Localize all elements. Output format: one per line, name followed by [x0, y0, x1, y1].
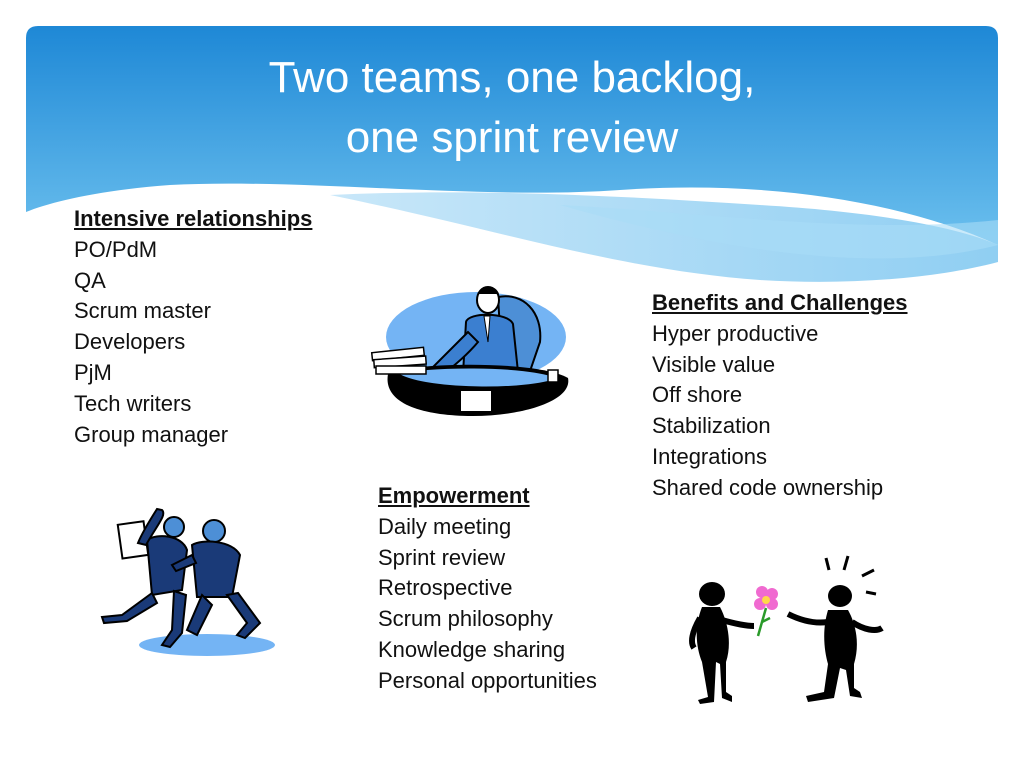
- benefits-challenges-list: Benefits and Challenges Hyper productive…: [652, 288, 908, 504]
- title-line-2: one sprint review: [345, 113, 679, 162]
- list-item: Sprint review: [378, 544, 506, 570]
- celebrating-men-icon: [100, 507, 275, 656]
- list-item: Retrospective: [378, 575, 513, 601]
- list-item: Scrum master: [74, 298, 211, 324]
- list-item: Stabilization: [652, 413, 771, 439]
- intensive-heading: Intensive relationships: [74, 206, 313, 231]
- list-item: Integrations: [652, 443, 767, 469]
- list-item: Scrum philosophy: [378, 606, 553, 632]
- list-item: PjM: [74, 359, 112, 385]
- slide-title: Two teams, one backlog, one sprint revie…: [26, 48, 998, 168]
- flower-icon: [754, 586, 778, 637]
- list-item: Personal opportunities: [378, 667, 597, 693]
- list-item: Off shore: [652, 382, 743, 408]
- list-item: Daily meeting: [378, 513, 512, 539]
- list-item: Shared code ownership: [652, 474, 884, 500]
- list-item: Group manager: [74, 421, 229, 447]
- businessman-at-desk-icon: [370, 286, 569, 417]
- list-item: Developers: [74, 329, 186, 355]
- empowerment-list: Empowerment Daily meeting Sprint review …: [378, 481, 597, 697]
- stick-figures-flower-icon: [689, 555, 884, 704]
- empowerment-heading: Empowerment: [378, 483, 530, 508]
- list-item: QA: [74, 267, 106, 293]
- intensive-relationships-list: Intensive relationships PO/PdM QA Scrum …: [74, 204, 312, 450]
- benefits-heading: Benefits and Challenges: [652, 290, 908, 315]
- title-line-1: Two teams, one backlog,: [268, 53, 756, 102]
- list-item: Tech writers: [74, 390, 192, 416]
- list-item: Knowledge sharing: [378, 636, 566, 662]
- list-item: Visible value: [652, 351, 776, 377]
- list-item: Hyper productive: [652, 320, 819, 346]
- title-banner: [26, 26, 998, 282]
- list-item: PO/PdM: [74, 236, 158, 262]
